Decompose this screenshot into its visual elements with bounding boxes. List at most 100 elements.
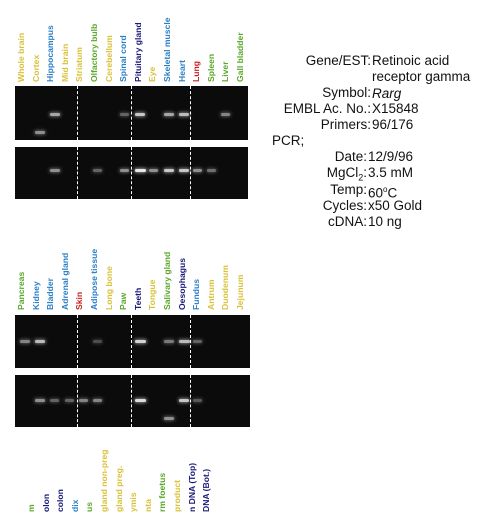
gel-band <box>50 169 60 172</box>
lane-separator <box>131 375 132 427</box>
temp-value: 60oC <box>368 185 398 201</box>
gene-label: Gene/EST: <box>305 53 371 68</box>
lane-separator <box>190 315 191 368</box>
lane-separator <box>190 375 191 427</box>
lane-separator <box>77 315 78 368</box>
gel-band <box>179 399 189 402</box>
lane-label: Long bone <box>103 266 114 310</box>
gel-band <box>164 417 174 420</box>
gel-band <box>120 169 129 172</box>
cdna-value: 10 ng <box>368 214 402 229</box>
lane-label: Jejunum <box>235 274 245 310</box>
gel-band <box>179 113 189 116</box>
gel-band <box>50 113 60 116</box>
panel1-gel-top <box>15 86 248 140</box>
date-value: 12/9/96 <box>368 149 414 164</box>
lane-label: Oesophagus <box>176 257 187 310</box>
lane-label: Pancreas <box>16 271 26 310</box>
lane-label: Bladder <box>45 278 56 310</box>
gel-band <box>35 399 45 402</box>
primers-value: 96/176 <box>372 117 414 132</box>
gel-band <box>35 131 45 134</box>
temp-label: Temp: <box>330 182 367 197</box>
pcr-label: PCR; <box>272 133 305 148</box>
panel2-gel-bottom <box>15 375 250 427</box>
lane-separator <box>190 147 191 199</box>
gel-band <box>179 340 190 343</box>
date-label: Date: <box>334 149 367 164</box>
gel-band <box>207 169 216 172</box>
gel-band <box>179 169 189 172</box>
gene-value: Retinoic acid <box>372 53 450 68</box>
primers-label: Primers: <box>320 117 371 132</box>
lane-label: Fundus <box>191 278 202 310</box>
lane-label: DNA (Bot.) <box>201 468 212 512</box>
panel1-gel-bottom <box>15 147 248 199</box>
symbol-label: Symbol: <box>322 85 371 100</box>
gel-band <box>135 169 146 172</box>
lane-label: olon <box>40 493 51 512</box>
gel-band <box>120 113 129 116</box>
lane-label: nta <box>142 499 153 512</box>
gel-band <box>135 399 146 402</box>
lane-separator <box>77 147 78 199</box>
gel-band <box>79 399 88 402</box>
lane-label: Kidney <box>30 281 41 310</box>
lane-label: dix <box>69 499 80 512</box>
lane-separator <box>190 86 191 140</box>
gel-band <box>164 169 174 172</box>
gel-band <box>193 399 202 402</box>
gel-band <box>50 399 59 402</box>
embl-label: EMBL Ac. No.: <box>283 101 371 116</box>
lane-label: gland preg. <box>113 465 124 512</box>
cdna-label: cDNA: <box>327 214 367 229</box>
gel-band <box>35 340 45 343</box>
gel-band <box>164 113 174 116</box>
lane-label: us <box>84 501 95 512</box>
lane-label: Duodenum <box>220 265 231 310</box>
gel-band <box>20 340 30 343</box>
gel-band <box>221 113 230 116</box>
gel-band <box>193 340 202 343</box>
gel-band <box>93 169 102 172</box>
gel-band <box>65 399 74 402</box>
lane-label: Adipose tissue <box>89 248 99 310</box>
lane-label: rm foetus <box>157 472 168 512</box>
lane-label: product <box>172 480 182 512</box>
cycles-value: x50 Gold <box>368 198 423 213</box>
gel-band <box>164 340 174 343</box>
gene-value-line2: receptor gamma <box>372 69 471 84</box>
lane-label: Salivary gland <box>162 251 172 310</box>
lane-label: ymis <box>128 492 139 512</box>
panel2-gel-top <box>15 315 250 368</box>
gel-band <box>193 169 202 172</box>
mgcl-value: 3.5 mM <box>368 165 414 180</box>
lane-separator <box>131 147 132 199</box>
gel-band <box>149 169 158 172</box>
lane-label: Skin <box>74 291 85 310</box>
cycles-label: Cycles: <box>322 198 367 213</box>
gel-band <box>93 340 102 343</box>
lane-label: colon <box>55 489 66 512</box>
lane-separator <box>77 86 78 140</box>
gel-band <box>135 340 146 343</box>
lane-separator <box>131 315 132 368</box>
symbol-value: Rarg <box>372 86 402 101</box>
lane-label: Tongue <box>147 279 158 310</box>
gel-band <box>135 113 145 116</box>
mgcl-label: MgCl2: <box>326 165 367 183</box>
lane-separator <box>131 86 132 140</box>
lane-label: n DNA (Top) <box>186 462 197 512</box>
lane-label: Paw <box>118 292 129 310</box>
lane-label: m <box>26 504 36 512</box>
gel-band <box>93 399 102 402</box>
lane-label: gland non-preg <box>99 449 109 512</box>
lane-label: Antrum <box>205 279 216 310</box>
lane-label: Adrenal gland <box>59 252 70 310</box>
embl-value: X15848 <box>372 101 419 116</box>
lane-separator <box>77 375 78 427</box>
experiment-info: Gene/EST: Retinoic acid receptor gamma S… <box>0 0 493 240</box>
lane-label: Teeth <box>132 287 143 310</box>
